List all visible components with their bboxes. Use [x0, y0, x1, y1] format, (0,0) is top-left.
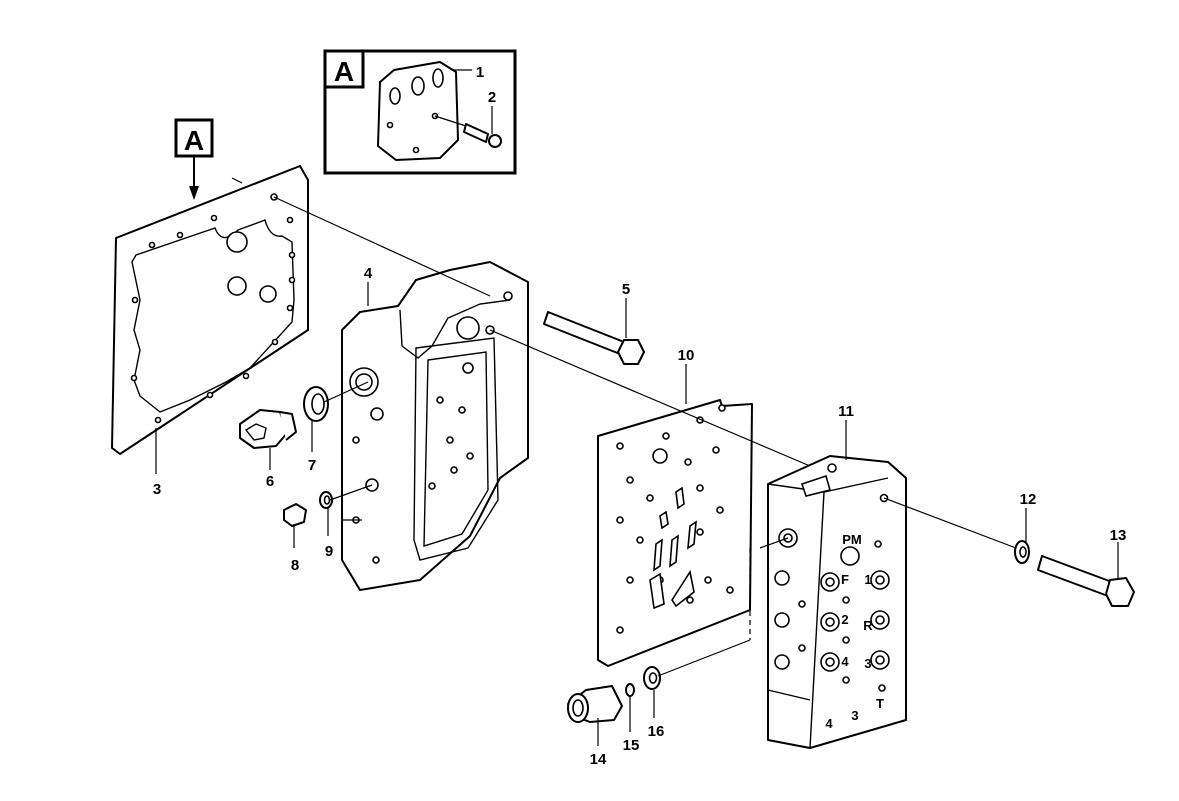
callout-14: 14 [590, 751, 607, 768]
callout-1: 1 [476, 64, 484, 81]
marking-r: R [863, 618, 873, 633]
o-ring-part-15 [625, 683, 635, 697]
marking-bottom-4: 4 [825, 716, 833, 731]
detail-label: A [334, 56, 354, 87]
valve-housing-part-4 [341, 261, 529, 591]
separator-plate-part-10 [597, 399, 753, 667]
callout-8: 8 [291, 557, 299, 574]
detail-view-a: A [323, 49, 517, 175]
callout-6: 6 [266, 473, 274, 490]
plug-part-6 [239, 409, 297, 449]
screw-part-2 [463, 123, 489, 143]
gasket-part-3 [111, 165, 309, 455]
callout-leaders [155, 282, 1119, 746]
marking-pm: PM [842, 532, 862, 547]
callout-5: 5 [622, 281, 630, 298]
callout-3: 3 [153, 481, 161, 498]
view-a-label: A [184, 125, 204, 156]
plug-part-8 [283, 503, 307, 527]
marking-port-1: 1 [864, 572, 871, 587]
callout-16: 16 [648, 723, 665, 740]
washer-part-9 [319, 491, 333, 509]
callout-7: 7 [308, 457, 316, 474]
callout-12: 12 [1020, 491, 1037, 508]
callout-15: 15 [623, 737, 640, 754]
washer-part-16 [643, 666, 661, 690]
marking-port-3: 3 [864, 656, 871, 671]
valve-block-part-11: PM F 2 4 1 R 3 4 3 T [767, 455, 907, 749]
bolt-part-13 [1037, 555, 1135, 607]
assembly-lines [273, 196, 1017, 677]
callout-10: 10 [678, 347, 695, 364]
marking-port-2: 2 [841, 612, 848, 627]
sensor-part-14 [567, 685, 623, 723]
callout-13: 13 [1110, 527, 1127, 544]
callout-9: 9 [325, 543, 333, 560]
washer-part-12 [1014, 540, 1030, 564]
callout-numbers: 1 2 3 4 5 6 7 8 9 10 11 12 13 14 15 16 [153, 64, 1127, 768]
marking-port-4: 4 [841, 654, 849, 669]
marking-bottom-t: T [876, 696, 884, 711]
detail-label-box [323, 49, 365, 89]
callout-2: 2 [488, 89, 496, 106]
seal-ring-part-7 [303, 386, 329, 422]
callout-4: 4 [364, 265, 373, 282]
marking-bottom-3: 3 [851, 708, 858, 723]
view-a-marker: A [174, 118, 243, 200]
callout-11: 11 [838, 403, 854, 420]
bolt-part-5 [543, 311, 645, 365]
marking-f: F [841, 572, 849, 587]
